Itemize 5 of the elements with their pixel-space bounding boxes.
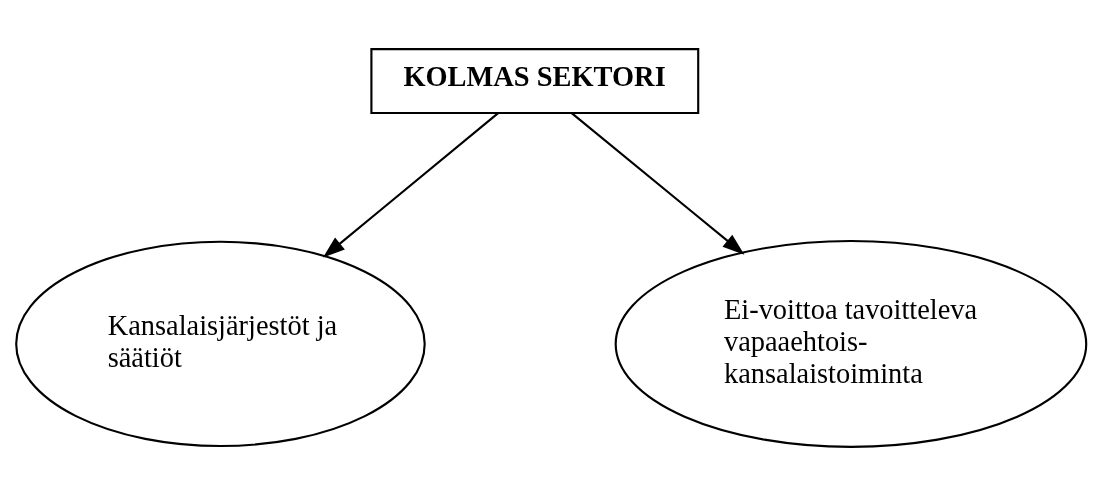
node-box: KOLMAS SEKTORI	[370, 47, 700, 114]
node-ellipse: Ei-voittoa tavoitteleva vapaaehtois- kansalaistoiminta	[614, 239, 1088, 448]
arrow	[571, 111, 745, 255]
arrow	[322, 111, 499, 258]
node-ellipse: Kansalaisjärjestöt ja säätiöt	[15, 240, 426, 447]
